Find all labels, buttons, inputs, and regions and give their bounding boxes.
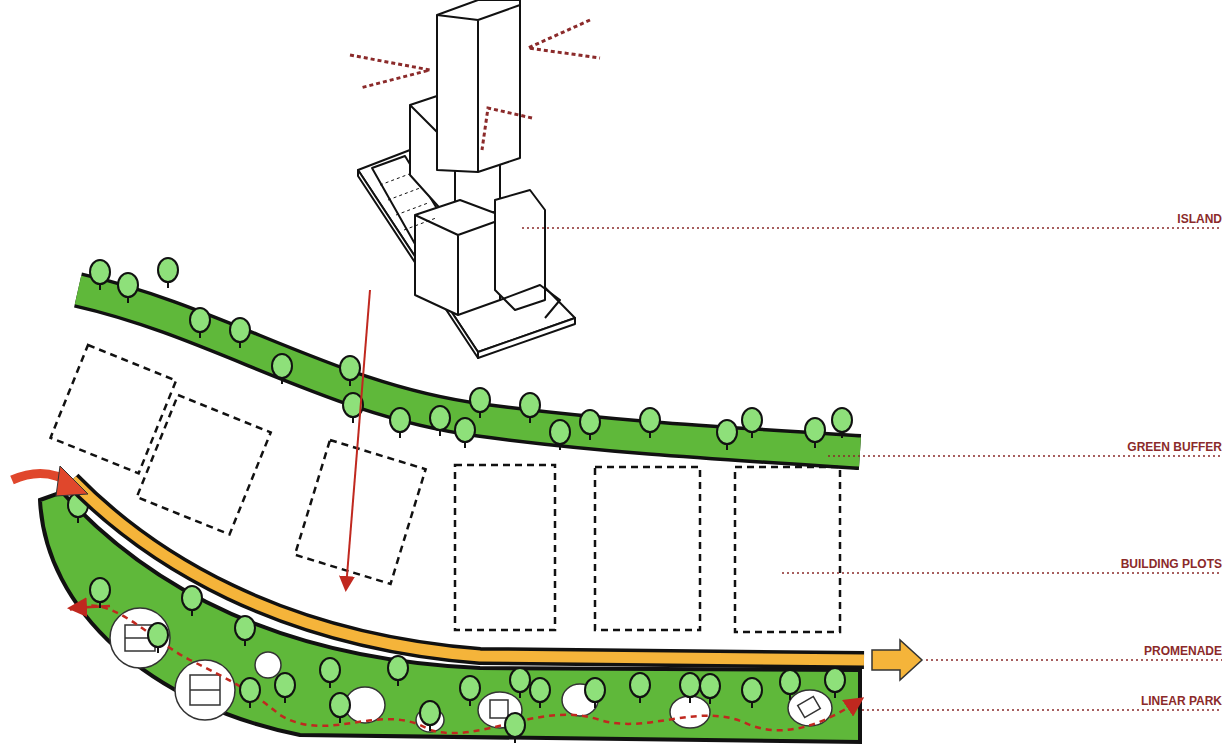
part-label: PROMENADE: [1144, 644, 1222, 658]
view-rays: [350, 20, 600, 150]
island-building: [358, 0, 575, 358]
part-label: GREEN BUFFER: [1127, 440, 1222, 454]
part-label: LINEAR PARK: [1141, 694, 1222, 708]
park-facilities: [110, 608, 832, 732]
park-trail: [70, 605, 860, 733]
park-trees: [68, 493, 845, 743]
promenade: [72, 480, 922, 680]
entry-arrow-head: [56, 466, 88, 496]
trail-arrow: [72, 606, 110, 608]
part-label: ISLAND: [1177, 212, 1222, 226]
leader-lines: [522, 228, 1222, 710]
part-label: BUILDING PLOTS: [1121, 557, 1222, 571]
linear-park: [40, 492, 860, 742]
placement-arrow: [346, 290, 370, 588]
